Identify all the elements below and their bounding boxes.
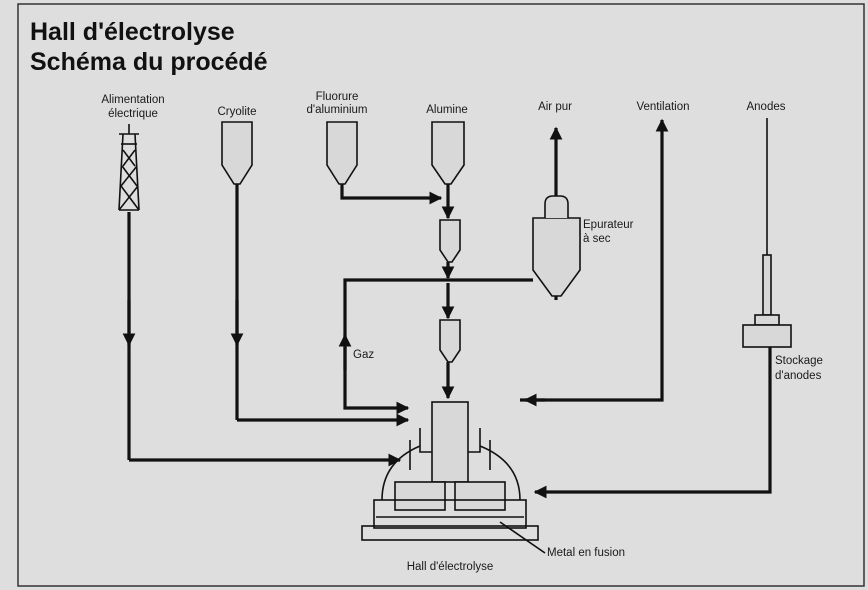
label-air-pur: Air pur [538,101,572,113]
dry-scrubber-icon [532,195,581,297]
pylon-icon [118,124,140,211]
outer-border [17,3,865,587]
ventilation-line [520,118,669,402]
anode-storage-icon [742,254,792,348]
metal-pointer [499,521,546,554]
label-gaz: Gaz [353,349,374,361]
label-anodes: Anodes [746,101,785,113]
label-alimentation-1: Alimentation [101,94,164,106]
label-alumine: Alumine [426,104,468,116]
alumine-hopper-icon [431,121,465,185]
label-stockage-1: Stockage [775,355,823,367]
fluorure-feed-line [340,184,443,205]
cryolite-hopper-icon [221,121,253,185]
scrubber-return-line [343,278,533,415]
label-epurateur-2: à sec [583,233,611,245]
title-line1: Hall d'électrolyse [30,18,235,46]
title-line2: Schéma du procédé [30,48,268,76]
label-fluorure-1: Fluorure [316,91,359,103]
label-fluorure-2: d'aluminium [307,104,368,116]
label-hall: Hall d'électrolyse [407,561,494,573]
electrolysis-cell-icon [361,401,539,541]
alumine-feeder-2-icon [439,319,461,363]
label-stockage-2: d'anodes [775,370,822,382]
label-alimentation-2: électrique [108,108,158,120]
label-metal: Metal en fusion [547,547,625,559]
anode-feed-line [533,347,772,499]
fluorure-hopper-icon [326,121,358,185]
label-epurateur-1: Epurateur [583,219,634,231]
label-ventilation: Ventilation [636,101,689,113]
label-cryolite: Cryolite [218,106,257,118]
alumine-feeder-1-icon [439,219,461,263]
